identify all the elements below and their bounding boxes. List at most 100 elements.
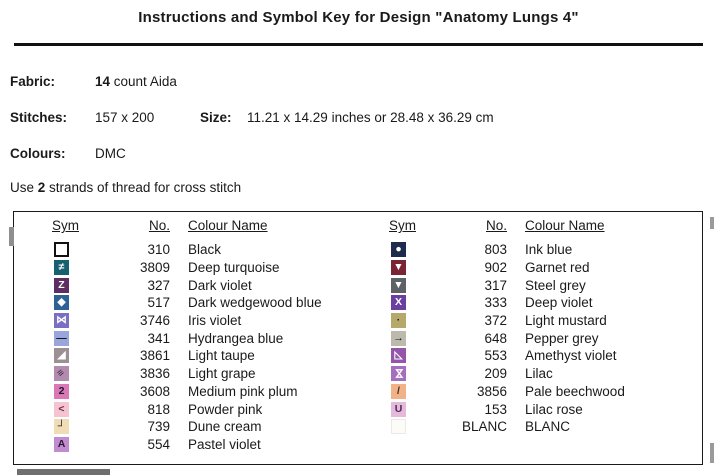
triangle-outline-symbol: ◺ [394,349,403,362]
colour-name: Lilac rose [525,401,583,417]
key-row: ◺ 553 Amethyst violet [389,347,715,365]
colour-name: Deep turquoise [188,260,280,276]
key-row: X 333 Deep violet [389,294,715,312]
symbol-swatch-818: < [54,401,69,417]
thread-number: 902 [484,260,507,276]
vertical-scrollbar-thumb-left[interactable] [9,227,14,246]
arrow-right-symbol: → [393,331,404,344]
thread-number: 517 [147,295,170,311]
vertical-scrollbar-thumb-right-top[interactable] [710,217,714,229]
colour-name: Lilac [525,366,553,382]
stitches-label: Stitches: [10,110,68,125]
colour-name: BLANC [525,419,571,435]
colours-value: DMC [95,146,126,161]
colour-name: Garnet red [525,260,590,276]
key-row: ⋈ 209 Lilac [389,365,715,383]
header-sym: Sym [52,218,79,233]
header-colour-name: Colour Name [525,218,605,233]
thread-number: 3836 [139,366,170,382]
colour-name: Powder pink [188,401,263,417]
thread-number: 553 [484,348,507,364]
colour-name: Light grape [188,366,256,382]
digit-2-symbol: 2 [58,384,65,397]
fabric-rest: count Aida [110,74,177,89]
thread-number: 310 [147,242,170,258]
symbol-swatch-153: U [391,401,406,417]
key-rows-left: 310 Black ≠ 3809 Deep turquoise Z 327 Da… [52,241,378,453]
title-underline [14,43,703,46]
symbol-swatch-317: ▼ [391,277,406,293]
fabric-value: 14 count Aida [95,74,177,89]
thread-number: 333 [484,295,507,311]
not-equal-symbol: ≠ [58,261,65,274]
key-row: BLANC BLANC [389,418,715,436]
symbol-swatch-209: ⋈ [391,366,406,382]
colour-name: Deep violet [525,295,593,311]
key-row: < 818 Powder pink [52,400,378,418]
symbol-swatch-739: ┘ [54,419,69,435]
colour-name: Black [188,242,222,258]
fabric-count: 14 [95,74,111,89]
corner-bracket-symbol: ┘ [57,420,66,433]
key-header-left: Sym No. Colour Name [52,218,378,233]
letter-u-symbol: U [394,402,403,415]
colour-name: Iris violet [188,313,242,329]
letter-x-symbol: X [394,296,402,309]
diamond-symbol: ◆ [57,296,66,309]
dash-symbol: — [56,331,67,344]
key-row: ≡ 3836 Light grape [52,365,378,383]
key-header-right: Sym No. Colour Name [389,218,715,233]
header-colour-name: Colour Name [188,218,268,233]
hourglass-symbol: ⋈ [393,368,405,379]
key-row: ≠ 3809 Deep turquoise [52,259,378,277]
dot-symbol: · [396,314,401,327]
size-value: 11.21 x 14.29 inches or 28.48 x 36.29 cm [247,110,494,125]
horizontal-scrollbar-thumb[interactable] [17,469,110,475]
thread-number: 739 [147,419,170,435]
fabric-label: Fabric: [10,74,56,89]
strands-prefix: Use [10,180,38,195]
key-row: ▼ 902 Garnet red [389,259,715,277]
key-row: 2 3608 Medium pink plum [52,383,378,401]
key-row: A 554 Pastel violet [52,436,378,454]
symbol-swatch-341: — [54,330,69,346]
symbol-swatch-3856: / [391,383,406,399]
vertical-scrollbar-thumb-right-bottom[interactable] [710,443,714,463]
colours-label: Colours: [10,146,66,161]
symbol-swatch-803: ● [391,242,406,258]
symbol-swatch-517: ◆ [54,295,69,311]
colour-name: Dark wedgewood blue [188,295,322,311]
symbol-swatch-BLANC [391,419,406,435]
thread-number: 372 [484,313,507,329]
slash-symbol: / [397,384,400,397]
page-title: Instructions and Symbol Key for Design "… [138,9,579,26]
strands-count: 2 [37,180,46,195]
symbol-swatch-333: X [391,295,406,311]
colour-name: Pepper grey [525,330,599,346]
thread-number: 3809 [139,260,170,276]
bowtie-symbol: ⋈ [56,314,67,327]
symbol-swatch-648: → [391,330,406,346]
key-row: · 372 Light mustard [389,312,715,330]
key-row: Z 327 Dark violet [52,276,378,294]
key-row: → 648 Pepper grey [389,329,715,347]
symbol-swatch-310 [54,242,69,258]
triangle-lower-right-symbol: ◢ [57,349,66,362]
symbol-swatch-3608: 2 [54,383,69,399]
letter-z-symbol: Z [58,278,65,291]
colour-name: Light mustard [525,313,607,329]
symbol-swatch-553: ◺ [391,348,406,364]
triangle-down-symbol: ▼ [393,261,404,274]
thread-number: 209 [484,366,507,382]
thread-number: 3861 [139,348,170,364]
colour-name: Amethyst violet [525,348,617,364]
thread-number: 327 [147,277,170,293]
symbol-swatch-3861: ◢ [54,348,69,364]
thread-number: 3746 [139,313,170,329]
key-row: 310 Black [52,241,378,259]
symbol-swatch-3809: ≠ [54,260,69,276]
colour-name: Pastel violet [188,436,261,452]
symbol-swatch-3746: ⋈ [54,313,69,329]
colour-name: Dune cream [188,419,262,435]
stitches-value: 157 x 200 [95,110,155,125]
